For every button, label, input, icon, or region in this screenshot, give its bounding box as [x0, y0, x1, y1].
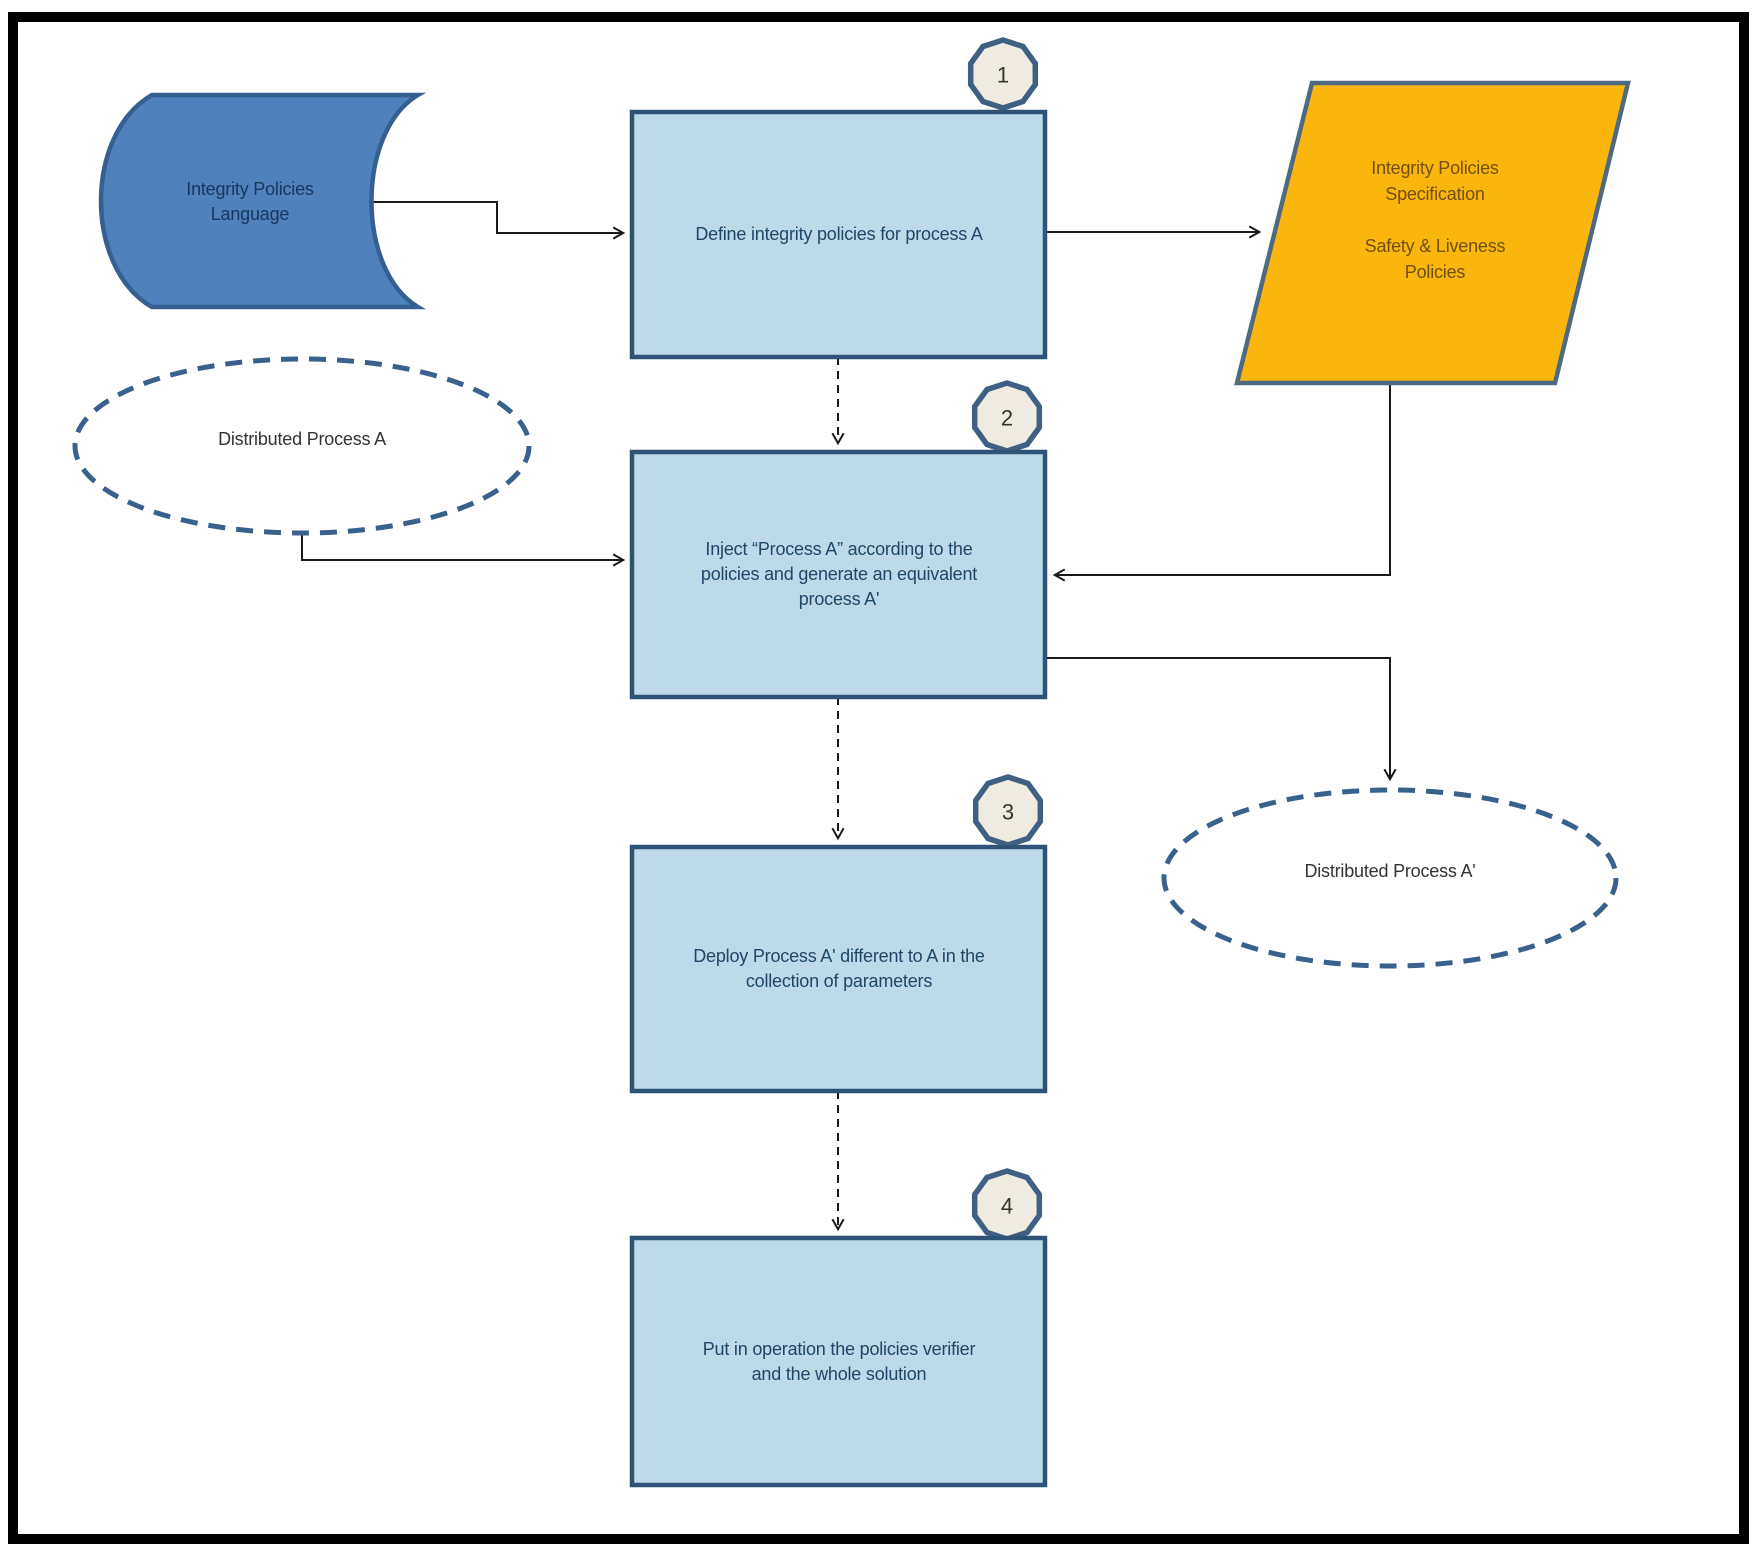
connector-language-to-step1 [370, 201, 626, 240]
step2-label: Inject “Process A” according to the poli… [700, 539, 978, 609]
step4-label: Put in operation the policies verifier a… [702, 1338, 976, 1384]
step1-box [629, 109, 1048, 360]
stored-data-label: Integrity Policies Language [186, 179, 314, 224]
distributed-process-a-prime-ellipse [1161, 787, 1619, 969]
distributed-process-a-label: Distributed Process A [218, 428, 386, 449]
step4-box [629, 1235, 1048, 1488]
step1-label: Define integrity policies for process A [695, 224, 983, 244]
distributed-process-a-ellipse [72, 356, 532, 536]
badge-3-number: 3 [1002, 800, 1014, 825]
badge-2: 2 [971, 380, 1043, 454]
specification-label: Integrity Policies Specification Safety … [1364, 158, 1506, 282]
badge-2-number: 2 [1001, 406, 1013, 431]
badge-4: 4 [971, 1168, 1043, 1242]
badge-1-number: 1 [997, 63, 1009, 88]
badge-4-number: 4 [1001, 1194, 1013, 1219]
step3-label: Deploy Process A' different to A in the … [693, 946, 985, 991]
specification-parallelogram [1234, 80, 1631, 386]
distributed-process-a-prime-label: Distributed Process A' [1304, 860, 1476, 881]
badge-3: 3 [972, 774, 1044, 848]
connector-processA-to-step2 [301, 533, 626, 567]
stored-data-shape [98, 92, 427, 310]
badge-1: 1 [967, 37, 1039, 111]
step2-box [629, 449, 1048, 700]
badge-1-decagon [967, 37, 1039, 111]
connector-specification-to-step2 [1052, 385, 1391, 582]
step3-box [629, 844, 1048, 1094]
connector-step2-to-processAprime [1045, 657, 1397, 782]
